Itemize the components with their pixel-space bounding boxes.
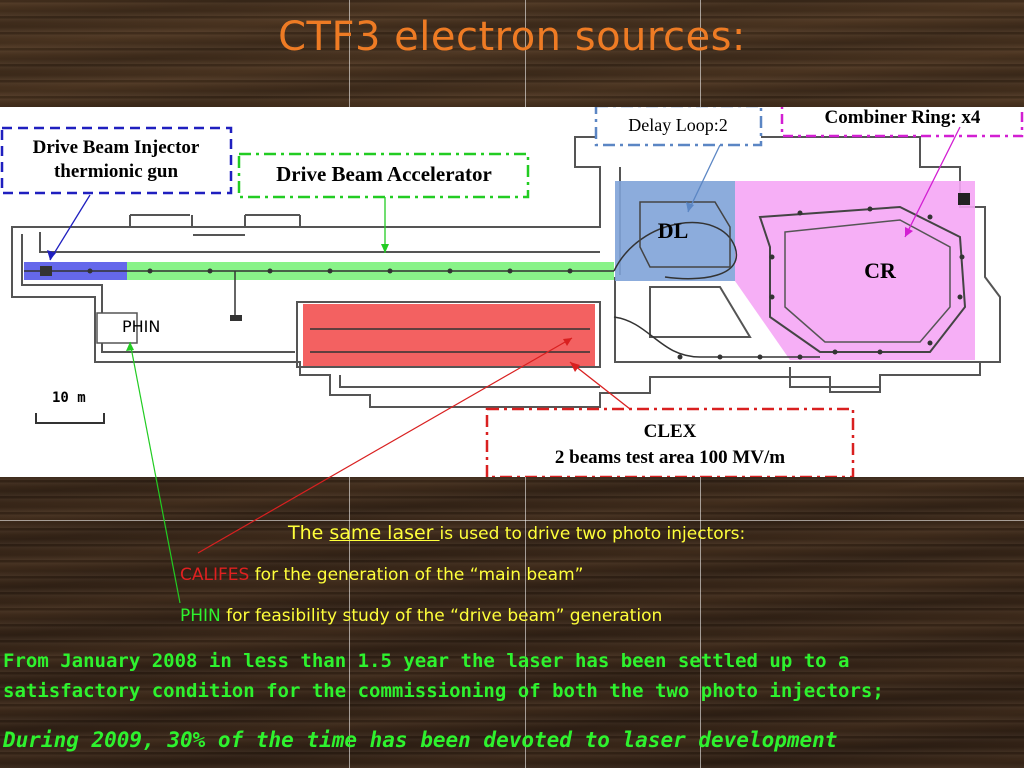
paragraph-2: During 2009, 30% of the time has been de… <box>3 728 838 752</box>
phin-line: PHIN for feasibility study of the “drive… <box>180 606 662 626</box>
clex-line2: 2 beams test area 100 MV/m <box>554 447 786 468</box>
laser-intro-line: The same laser is used to drive two phot… <box>288 522 745 544</box>
phin-name: PHIN <box>180 606 221 626</box>
cr-label: CR <box>864 258 896 283</box>
laser-intro-suffix: is used to drive two photo injectors: <box>439 524 746 544</box>
delay-loop-zone <box>615 181 735 281</box>
laser-intro-underlined: same laser <box>329 522 440 544</box>
scale-label: 10 m <box>52 390 86 406</box>
slide-title: CTF3 electron sources: <box>278 14 746 60</box>
clex-line1: CLEX <box>643 421 697 442</box>
califes-line: CALIFES for the generation of the “main … <box>180 565 583 585</box>
delay-loop-label: Delay Loop:2 <box>628 115 728 135</box>
drive-beam-injector-line1: Drive Beam Injector <box>32 137 200 158</box>
califes-name: CALIFES <box>180 565 250 585</box>
ctf3-layout-diagram: Drive Beam Injector thermionic gun Drive… <box>0 107 1024 477</box>
drive-beam-injector-label: Drive Beam Injector thermionic gun <box>6 136 226 184</box>
drive-beam-injector-line2: thermionic gun <box>53 161 179 182</box>
laser-intro-prefix: The <box>288 522 330 544</box>
clex-zone <box>303 304 595 366</box>
combiner-ring-label: Combiner Ring: x4 <box>824 107 981 128</box>
paragraph-1-line-2: satisfactory condition for the commissio… <box>3 680 884 702</box>
drive-beam-accelerator-label: Drive Beam Accelerator <box>276 162 492 186</box>
califes-desc: for the generation of the “main beam” <box>249 565 584 585</box>
grid-line <box>0 520 1024 521</box>
paragraph-1-line-1: From January 2008 in less than 1.5 year … <box>3 650 850 672</box>
phin-desc: for feasibility study of the “drive beam… <box>220 606 663 626</box>
clex-label: CLEX 2 beams test area 100 MV/m <box>490 419 850 471</box>
phin-label: PHIN <box>122 317 161 336</box>
dl-label: DL <box>657 218 689 243</box>
